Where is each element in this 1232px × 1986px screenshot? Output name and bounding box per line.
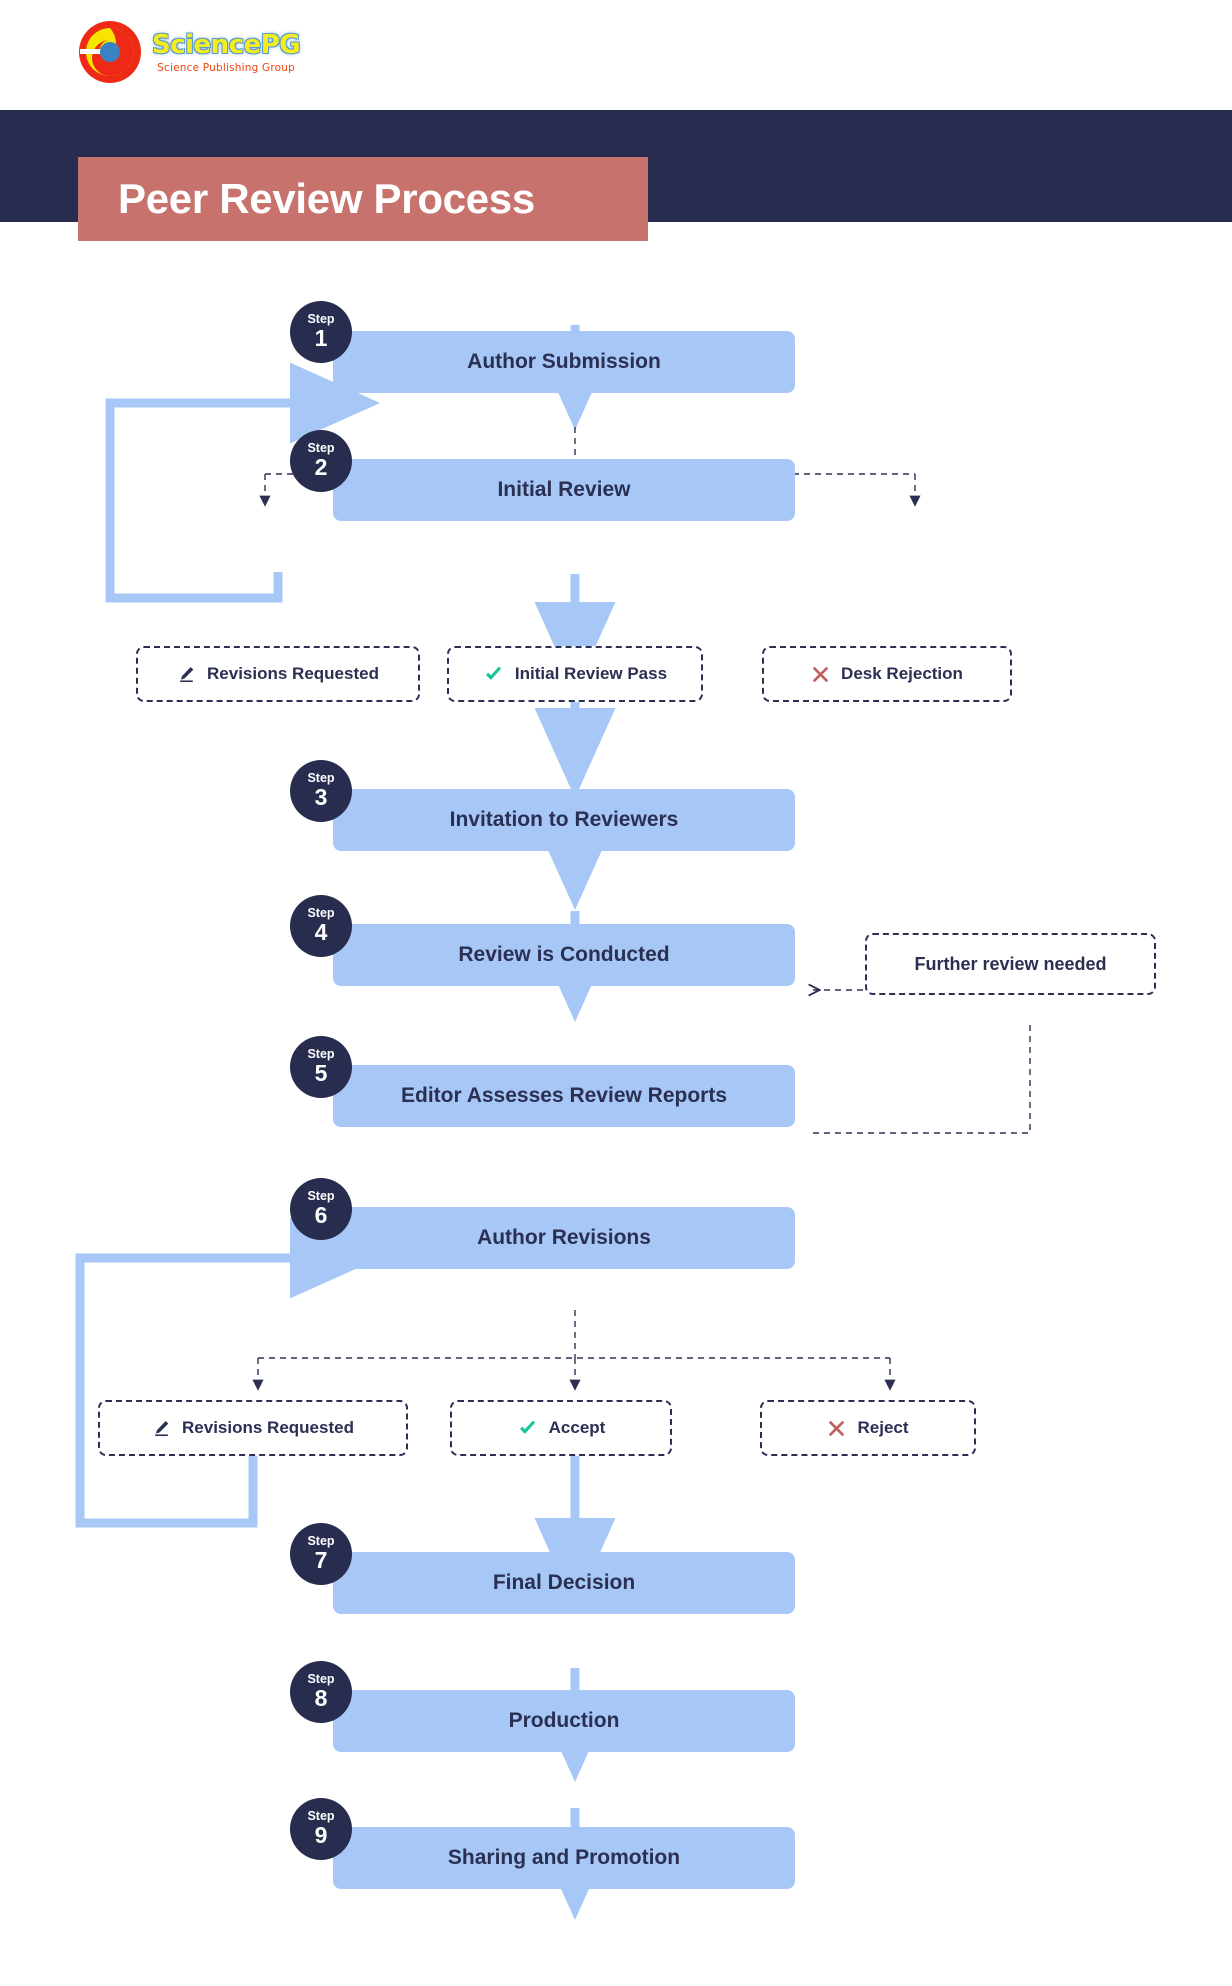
decision-box-revisions-requested-1[interactable]: Revisions Requested xyxy=(136,646,420,702)
step-badge-label: Step xyxy=(307,1189,335,1204)
brand-logo[interactable]: SciencePG Science Publishing Group xyxy=(78,20,301,84)
step-badge-number: 7 xyxy=(314,1547,328,1574)
decision-box-revisions-requested-2[interactable]: Revisions Requested xyxy=(98,1400,408,1456)
cross-icon xyxy=(811,665,830,684)
logo-bar: SciencePG Science Publishing Group xyxy=(0,0,1232,110)
step-badge-8[interactable]: Step 8 xyxy=(290,1661,352,1723)
decision-label: Initial Review Pass xyxy=(514,664,668,683)
step-badge-6[interactable]: Step 6 xyxy=(290,1178,352,1240)
process-label: Production xyxy=(508,1709,620,1732)
process-box-step-2[interactable]: Initial Review xyxy=(333,459,795,521)
step-badge-label: Step xyxy=(307,1534,335,1549)
decision-box-desk-rejection[interactable]: Desk Rejection xyxy=(762,646,1012,702)
decision-label: Revisions Requested xyxy=(207,664,379,683)
process-box-step-3[interactable]: Invitation to Reviewers xyxy=(333,789,795,851)
page-title: Peer Review Process xyxy=(118,175,535,222)
process-label: Editor Assesses Review Reports xyxy=(400,1084,728,1107)
page-title-plate: Peer Review Process xyxy=(78,157,648,241)
step-badge-label: Step xyxy=(307,441,335,456)
process-box-step-5[interactable]: Editor Assesses Review Reports xyxy=(333,1065,795,1127)
step-badge-9[interactable]: Step 9 xyxy=(290,1798,352,1860)
step-badge-number: 6 xyxy=(314,1202,328,1229)
brand-subtitle: Science Publishing Group xyxy=(157,62,295,74)
decision-box-initial-review-pass[interactable]: Initial Review Pass xyxy=(447,646,703,702)
process-box-step-8[interactable]: Production xyxy=(333,1690,795,1752)
step-badge-number: 4 xyxy=(314,919,328,946)
step-badge-2[interactable]: Step 2 xyxy=(290,430,352,492)
side-note-further-review-needed[interactable]: Further review needed xyxy=(865,933,1156,995)
decision-label: Desk Rejection xyxy=(841,664,963,683)
step-badge-label: Step xyxy=(307,1809,335,1824)
cross-icon xyxy=(827,1419,846,1438)
decision-box-reject[interactable]: Reject xyxy=(760,1400,976,1456)
decision-label: Accept xyxy=(548,1418,606,1437)
process-box-step-7[interactable]: Final Decision xyxy=(333,1552,795,1614)
step-badge-label: Step xyxy=(307,312,335,327)
decision-label: Revisions Requested xyxy=(182,1418,354,1437)
process-label: Final Decision xyxy=(492,1571,636,1594)
process-label: Sharing and Promotion xyxy=(447,1846,681,1869)
decision-label: Reject xyxy=(857,1418,909,1437)
step-badge-label: Step xyxy=(307,906,335,921)
process-box-step-1[interactable]: Author Submission xyxy=(333,331,795,393)
process-label: Author Revisions xyxy=(477,1226,651,1249)
step-badge-number: 3 xyxy=(314,784,328,811)
step-badge-number: 1 xyxy=(314,325,328,352)
process-box-step-6[interactable]: Author Revisions xyxy=(333,1207,795,1269)
step-badge-4[interactable]: Step 4 xyxy=(290,895,352,957)
step-badge-number: 8 xyxy=(314,1685,328,1712)
pencil-icon xyxy=(177,665,196,684)
check-icon xyxy=(483,664,504,685)
step-badge-7[interactable]: Step 7 xyxy=(290,1523,352,1585)
process-label: Invitation to Reviewers xyxy=(449,808,679,831)
step-badge-3[interactable]: Step 3 xyxy=(290,760,352,822)
sciencepg-spiral-logo xyxy=(78,20,142,84)
process-label: Initial Review xyxy=(497,478,631,501)
process-label: Author Submission xyxy=(467,350,661,373)
step-badge-label: Step xyxy=(307,771,335,786)
process-label: Review is Conducted xyxy=(458,943,670,966)
step-badge-number: 5 xyxy=(314,1060,328,1087)
step-badge-1[interactable]: Step 1 xyxy=(290,301,352,363)
process-box-step-4[interactable]: Review is Conducted xyxy=(333,924,795,986)
step-badge-label: Step xyxy=(307,1672,335,1687)
process-box-step-9[interactable]: Sharing and Promotion xyxy=(333,1827,795,1889)
step-badge-number: 9 xyxy=(314,1822,328,1849)
pencil-icon xyxy=(152,1419,171,1438)
step-badge-label: Step xyxy=(307,1047,335,1062)
step-badge-5[interactable]: Step 5 xyxy=(290,1036,352,1098)
check-icon xyxy=(517,1418,538,1439)
brand-title: SciencePG xyxy=(152,30,301,60)
side-note-label: Further review needed xyxy=(914,953,1107,974)
step-badge-number: 2 xyxy=(314,454,328,481)
decision-box-accept[interactable]: Accept xyxy=(450,1400,672,1456)
